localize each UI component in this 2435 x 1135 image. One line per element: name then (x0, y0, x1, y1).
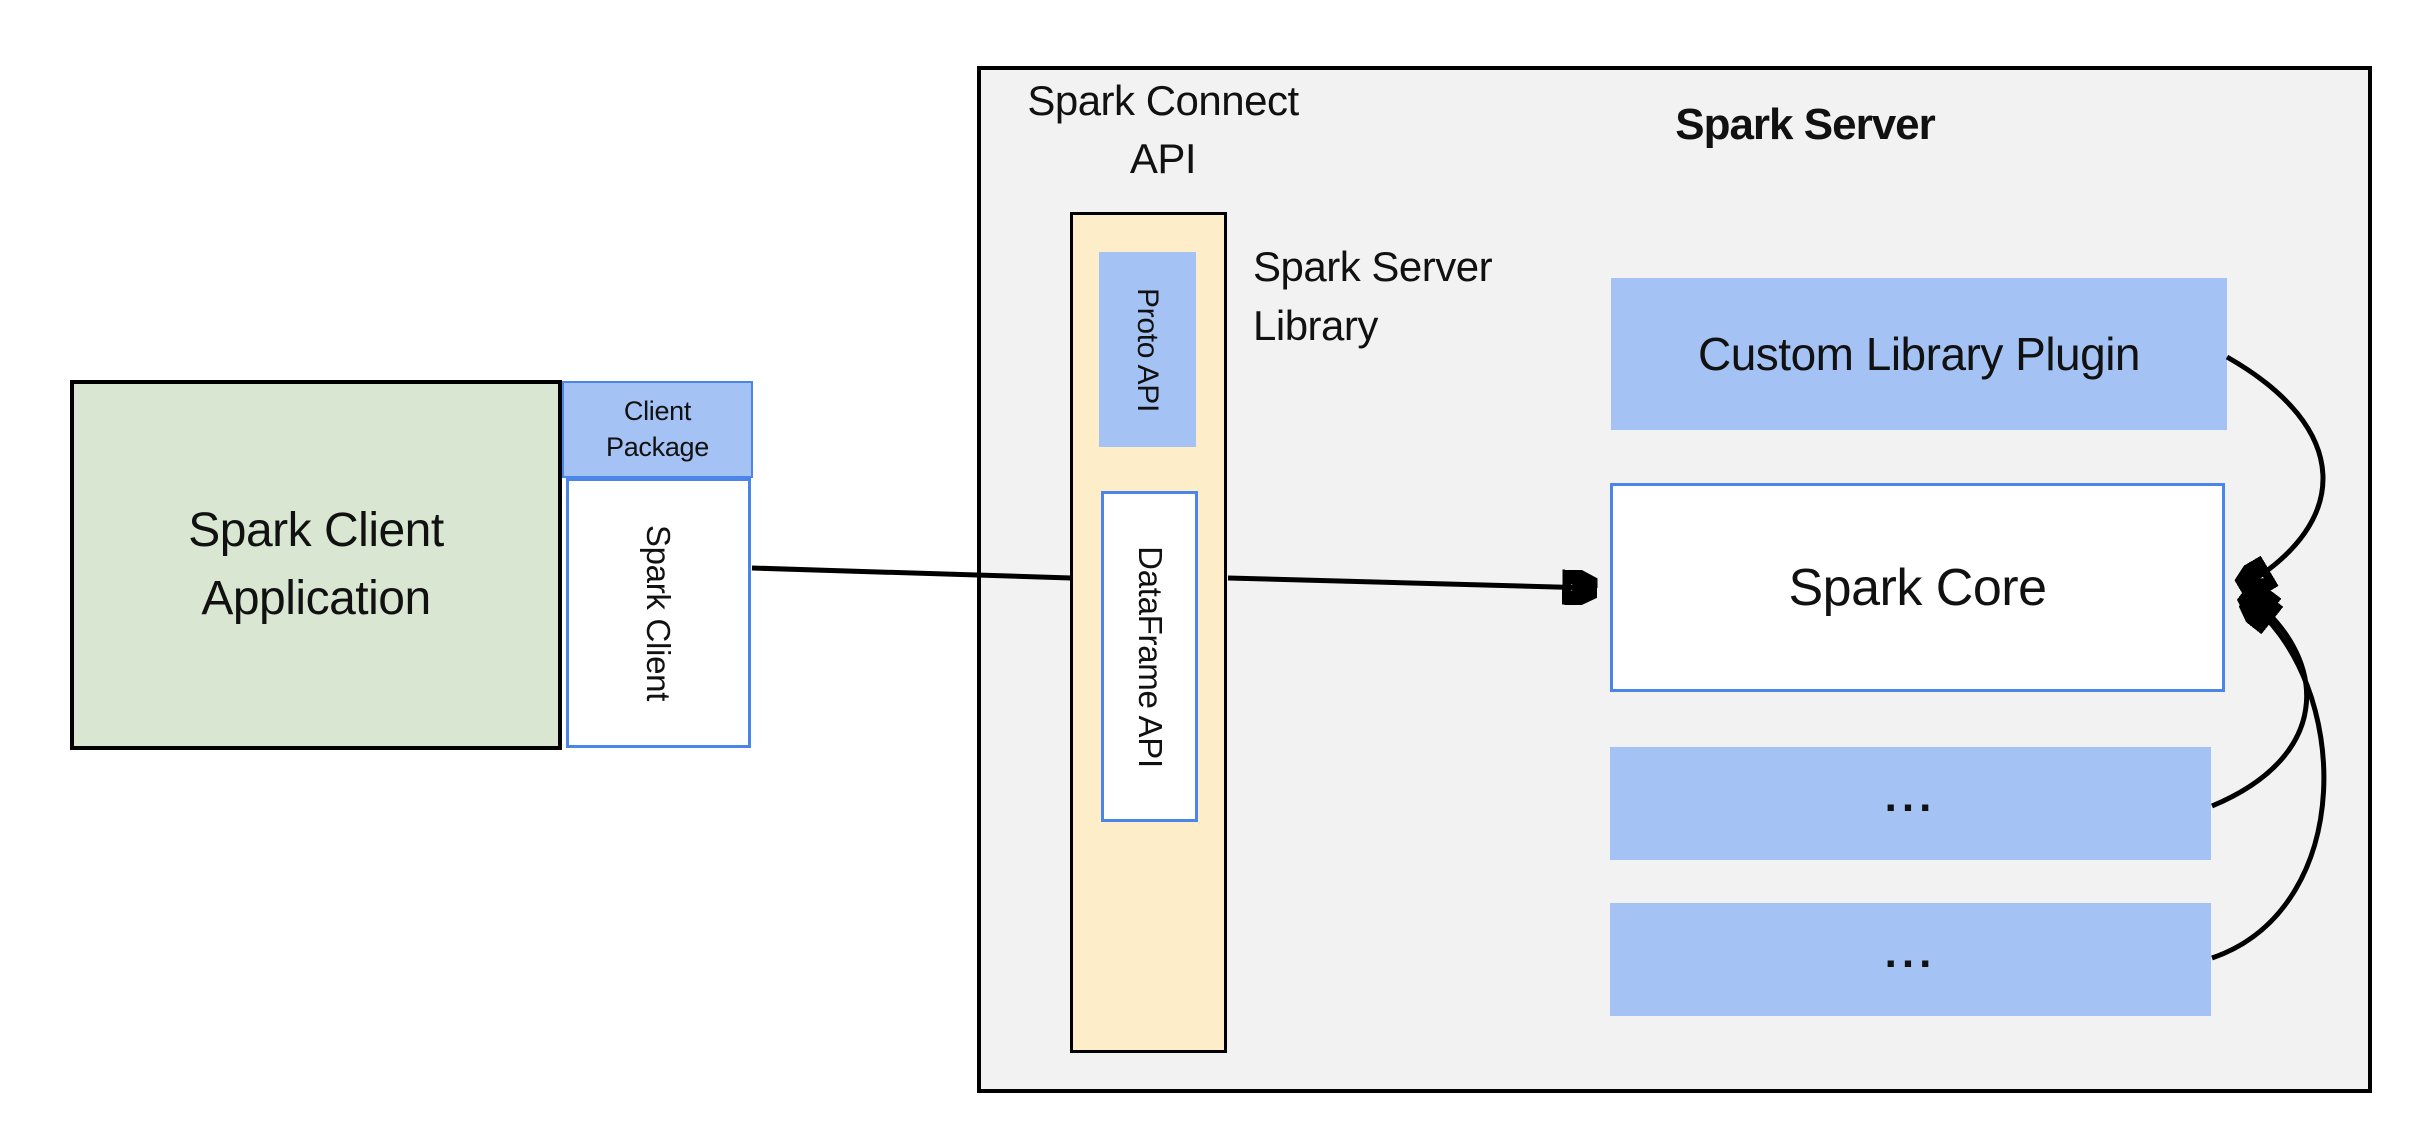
dataframe-api-box: DataFrame API (1101, 491, 1198, 822)
custom-library-plugin-box: Custom Library Plugin (1611, 278, 2227, 430)
server-module-box-2: ... (1610, 903, 2211, 1016)
client-app-box: Spark Client Application (70, 380, 562, 750)
spark-client-box: Spark Client (566, 478, 751, 748)
proto-api-label: Proto API (1131, 287, 1165, 412)
client-package-label: Client Package (606, 396, 709, 462)
server-module-box-1: ... (1610, 747, 2211, 860)
spark-server-title: Spark Server (1675, 100, 1936, 149)
spark-core-label: Spark Core (1788, 558, 2048, 617)
spark-server-library-label: Spark Server Library (1253, 243, 1493, 349)
spark-core-box: Spark Core (1610, 483, 2225, 692)
spark-client-label: Spark Client (640, 524, 678, 702)
server-module-ellipsis-2: ... (1884, 927, 1937, 977)
server-module-ellipsis-1: ... (1884, 771, 1937, 821)
custom-library-plugin-label: Custom Library Plugin (1697, 328, 2141, 380)
proto-api-box: Proto API (1099, 252, 1196, 447)
spark-connect-api-title: Spark Connect API (1027, 77, 1299, 182)
dataframe-api-label: DataFrame API (1131, 545, 1169, 768)
client-app-label: Spark Client Application (188, 503, 444, 625)
client-package-box: Client Package (562, 381, 753, 478)
